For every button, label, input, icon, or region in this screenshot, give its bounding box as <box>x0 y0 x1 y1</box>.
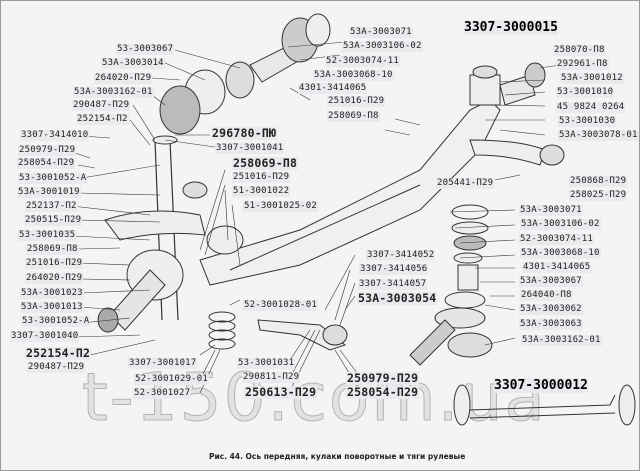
part-label[interactable]: 258025-П29 <box>569 190 628 201</box>
part-label[interactable]: 53A-3003106-02 <box>520 219 601 230</box>
part-label[interactable]: 250613-П29 <box>244 385 318 399</box>
part-label[interactable]: 51-3001025-02 <box>243 201 319 212</box>
part-label[interactable]: 258070-П8 <box>553 45 606 56</box>
part-label[interactable]: 53A-3003063 <box>519 319 583 330</box>
part-label[interactable]: 4301-3414065 <box>298 83 368 94</box>
part-label[interactable]: 53-3001010 <box>556 87 615 98</box>
tie-rod-end-right <box>409 204 493 366</box>
part-label[interactable]: 53-3001052-A <box>21 316 91 327</box>
part-label[interactable]: 250868-П29 <box>569 176 628 187</box>
part-label[interactable]: 53A-3001013 <box>20 302 84 313</box>
part-label[interactable]: 53A-3003071 <box>349 27 413 38</box>
part-label[interactable]: 53-3001052-A <box>18 173 88 184</box>
part-label[interactable]: 51-3001022 <box>232 186 291 197</box>
part-label[interactable]: 251016-П29 <box>25 258 84 269</box>
part-label[interactable]: 250515-П29 <box>24 215 83 226</box>
part-label[interactable]: 53A-3001019 <box>17 187 81 198</box>
part-label[interactable]: 3307-3001041 <box>215 143 285 154</box>
part-label[interactable]: 264020-П29 <box>25 273 84 284</box>
part-label[interactable]: 53-3001035 <box>18 230 77 241</box>
assembly-label-tie-rod[interactable]: 3307-3000012 <box>494 378 588 393</box>
tie-rod-end-upper <box>159 13 331 135</box>
part-label[interactable]: 52-3003074-11 <box>519 234 595 245</box>
part-label[interactable]: 53A-3003068-10 <box>313 70 394 81</box>
part-label[interactable]: 53A-3001023 <box>20 288 84 299</box>
part-label[interactable]: 258069-П8 <box>232 156 299 170</box>
part-label[interactable]: 264040-П8 <box>520 290 573 301</box>
part-label[interactable]: 3307-3414056 <box>359 264 429 275</box>
part-label[interactable]: 290811-П29 <box>242 372 301 383</box>
part-label[interactable]: 264020-П29 <box>94 73 153 84</box>
part-label[interactable]: 53A-3003068-10 <box>520 248 601 259</box>
part-label[interactable]: 258054-П29 <box>17 158 76 169</box>
front-axle-beam <box>199 62 546 286</box>
part-label[interactable]: 292961-П8 <box>556 59 609 70</box>
part-label[interactable]: 258069-П8 <box>26 244 79 255</box>
part-label[interactable]: 258054-П29 <box>346 385 420 399</box>
part-label[interactable]: 52-3003074-11 <box>325 56 401 67</box>
washer-stack <box>208 311 236 350</box>
part-label[interactable]: 251016-П29 <box>327 96 386 107</box>
part-label[interactable]: 53-3003067 <box>116 44 175 55</box>
part-label[interactable]: 3307-3414010 <box>20 130 90 141</box>
part-label[interactable]: 252137-П2 <box>25 201 78 212</box>
part-label[interactable]: 52-3001027 <box>133 388 192 399</box>
part-label[interactable]: 251016-П29 <box>232 172 291 183</box>
part-label[interactable]: 53A-3003106-02 <box>342 41 423 52</box>
part-label[interactable]: 53A-3003162-01 <box>521 335 602 346</box>
part-label[interactable]: 53A-3001012 <box>560 73 624 84</box>
part-label[interactable]: 258069-П8 <box>327 111 380 122</box>
part-label[interactable]: 53A-3003067 <box>519 276 583 287</box>
part-label[interactable]: 205441-П29 <box>436 178 495 189</box>
part-label[interactable]: 53A-3003014 <box>101 58 165 69</box>
part-label[interactable]: 3307-3414052 <box>366 250 436 261</box>
part-label[interactable]: 53A-3003062 <box>519 304 583 315</box>
part-label[interactable]: 53-3001031 <box>237 358 296 369</box>
part-label[interactable]: 250979-П29 <box>18 145 77 156</box>
tie-rod-assembly <box>453 384 636 426</box>
part-label[interactable]: 53A-3003078-01 <box>558 130 639 141</box>
part-label[interactable]: 53-3001030 <box>558 116 617 127</box>
part-label[interactable]: 252154-П2 <box>76 114 129 125</box>
part-label[interactable]: 250979-П29 <box>346 371 420 385</box>
part-label[interactable]: 53A-3003071 <box>519 205 583 216</box>
part-label[interactable]: 3307-3001040 <box>10 331 80 342</box>
part-label[interactable]: 3307-3414057 <box>358 279 428 290</box>
part-label[interactable]: 45 9824 0264 <box>556 102 626 113</box>
part-label[interactable]: 290487-П29 <box>72 100 131 111</box>
part-label[interactable]: 290487-П29 <box>27 362 86 373</box>
part-label[interactable]: 52-3001028-01 <box>243 300 319 311</box>
part-label[interactable]: 53A-3003162-01 <box>73 87 154 98</box>
figure-caption: Рис. 44. Ось передняя, кулаки поворотные… <box>209 452 466 461</box>
part-label[interactable]: 296780-ПЮ <box>211 126 278 140</box>
steering-knuckle-left <box>97 249 184 333</box>
part-label[interactable]: 252154-П2 <box>25 346 92 360</box>
part-label[interactable]: 53A-3003054 <box>357 291 438 305</box>
part-label[interactable]: 4301-3414065 <box>522 262 592 273</box>
part-label[interactable]: 52-3001029-01 <box>134 374 210 385</box>
part-label[interactable]: 3307-3001017 <box>128 358 198 369</box>
assembly-label-axle[interactable]: 3307-3000015 <box>464 20 558 35</box>
